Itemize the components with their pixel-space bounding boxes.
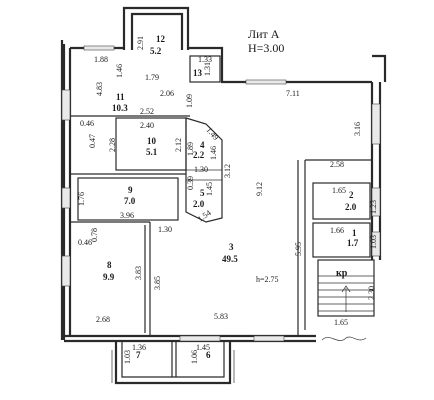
dimension: 3.12 bbox=[223, 164, 232, 178]
stair-label: кр bbox=[336, 268, 348, 279]
signature bbox=[321, 336, 367, 341]
dimension: 2.30 bbox=[367, 286, 376, 300]
dimension: 2.40 bbox=[140, 121, 154, 130]
dimension: 1.30 bbox=[158, 225, 172, 234]
room-number: 10 bbox=[147, 136, 157, 146]
dimension: 0.46 bbox=[78, 238, 92, 247]
room-area: 10.3 bbox=[112, 103, 128, 113]
room-number: 5 bbox=[200, 188, 205, 198]
dimension: 1.45 bbox=[196, 343, 210, 352]
dimension: 1.76 bbox=[77, 192, 86, 206]
dimension: 1.65 bbox=[332, 186, 346, 195]
dimension: 1.36 bbox=[132, 343, 146, 352]
dimension-labels-vertical: 2.91 1.31 1.46 4.83 1.09 3.16 1.49 0.47 … bbox=[77, 36, 378, 364]
dimension: 1.88 bbox=[94, 55, 108, 64]
dimension: 1.31 bbox=[203, 62, 212, 76]
dimension: 2.28 bbox=[108, 138, 117, 152]
dimension: 1.65 bbox=[334, 318, 348, 327]
plan-title-line1: Лит А bbox=[248, 27, 280, 41]
dimension: 1.23 bbox=[369, 200, 378, 214]
interior-walls bbox=[61, 45, 381, 377]
room-area: 9.9 bbox=[103, 272, 115, 282]
dimension: 3.85 bbox=[153, 276, 162, 290]
dimension: 9.12 bbox=[255, 182, 264, 196]
room-number: 12 bbox=[156, 34, 166, 44]
room-area: 49.5 bbox=[222, 254, 238, 264]
room-number: 8 bbox=[107, 260, 112, 270]
plan-title-line2: Н=3.00 bbox=[248, 41, 284, 55]
dimension: 2.12 bbox=[174, 138, 183, 152]
dimension: 1.03 bbox=[123, 350, 132, 364]
room-number: 1 bbox=[352, 228, 357, 238]
room-area: 2.0 bbox=[193, 199, 205, 209]
dimension: 1.45 bbox=[205, 182, 214, 196]
dimension: 0.78 bbox=[90, 228, 99, 242]
room-number: 7 bbox=[136, 350, 141, 360]
dimension: 2.91 bbox=[136, 36, 145, 50]
room-area: 5.1 bbox=[146, 147, 158, 157]
dimension: 1.49 bbox=[204, 126, 220, 143]
room-labels: 12 5.2 13 11 10.3 10 5.1 4 2.2 5 2.0 9 7… bbox=[103, 34, 359, 360]
dimension: 7.11 bbox=[286, 89, 300, 98]
dimension: 5.83 bbox=[214, 312, 228, 321]
dimension: 2.06 bbox=[160, 89, 174, 98]
room-area: 5.2 bbox=[150, 46, 162, 56]
dimension: 0.46 bbox=[80, 119, 94, 128]
room-area: 1.7 bbox=[347, 238, 359, 248]
room-number: 11 bbox=[116, 92, 125, 102]
dimension: 1.03 bbox=[369, 235, 378, 249]
dimension: 1.46 bbox=[209, 146, 218, 160]
room-number: 4 bbox=[200, 140, 205, 150]
dimension: 1.06 bbox=[190, 350, 199, 364]
room-number: 2 bbox=[349, 190, 354, 200]
dimension: 3.16 bbox=[353, 122, 362, 136]
dimension: 1.09 bbox=[185, 94, 194, 108]
dimension-labels: 1.79 1.33 1.88 2.06 2.52 7.11 2.40 1.30 … bbox=[78, 55, 348, 352]
room-area: 7.0 bbox=[124, 196, 136, 206]
dimension: 4.83 bbox=[95, 82, 104, 96]
dimension: 2.68 bbox=[96, 315, 110, 324]
dimension: 1.46 bbox=[115, 64, 124, 78]
dimension: 5.95 bbox=[294, 242, 303, 256]
room-area: 2.0 bbox=[345, 202, 357, 212]
room-number: 9 bbox=[128, 185, 133, 195]
dimension: 2.52 bbox=[140, 107, 154, 116]
room-area: 2.2 bbox=[193, 150, 205, 160]
dimension: 2.58 bbox=[330, 160, 344, 169]
dimension: 1.79 bbox=[145, 73, 159, 82]
dimension: 3.96 bbox=[120, 211, 134, 220]
dimension: 0.39 bbox=[186, 176, 195, 190]
room-number: 6 bbox=[206, 350, 211, 360]
dimension: 0.47 bbox=[88, 134, 97, 148]
ceiling-height-note: h=2.75 bbox=[256, 275, 279, 284]
room-number: 3 bbox=[229, 242, 234, 252]
dimension: 1.30 bbox=[194, 165, 208, 174]
dimension: 1.66 bbox=[330, 226, 344, 235]
dimension: 1.89 bbox=[186, 142, 195, 156]
room-number: 13 bbox=[193, 68, 203, 78]
dimension: 1.33 bbox=[198, 55, 212, 64]
dimension: 3.83 bbox=[134, 266, 143, 280]
